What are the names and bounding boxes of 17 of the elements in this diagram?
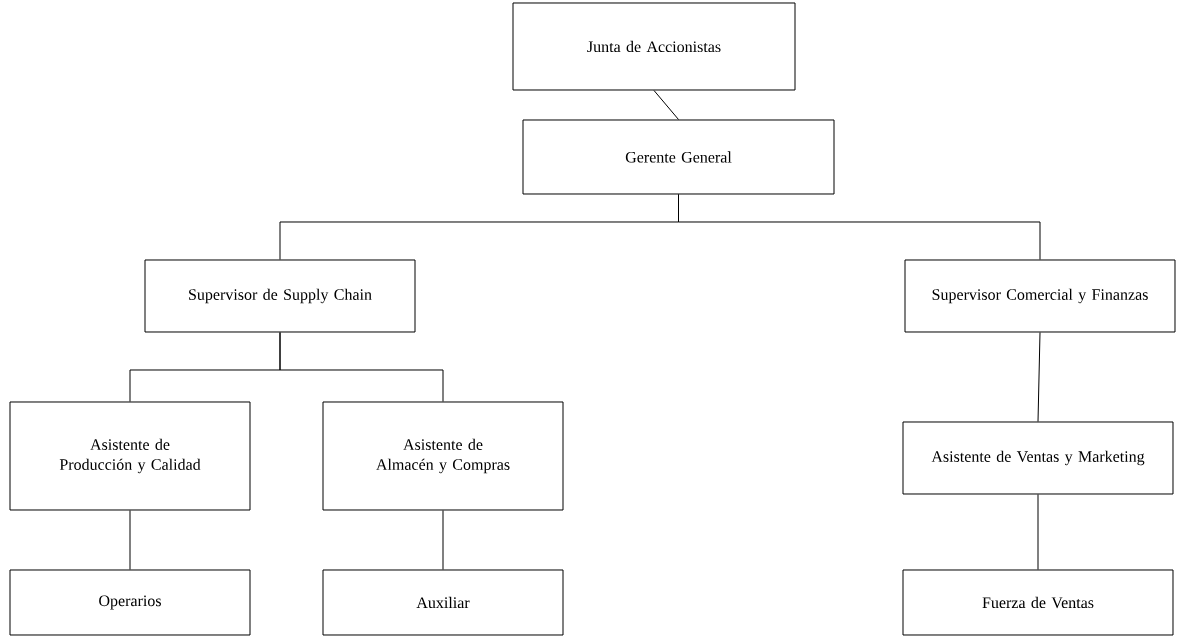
position-box: Supervisor de Supply Chain [144, 259, 416, 333]
position-box: Operarios [9, 569, 251, 636]
position-box: Supervisor Comercial y Finanzas [904, 259, 1176, 333]
position-box: Junta de Accionistas [512, 2, 796, 91]
connector-line [1037, 332, 1041, 422]
position-box: Asistente de Almacén y Compras [322, 401, 564, 511]
position-box: Asistente de Producción y Calidad [9, 401, 251, 511]
connector-line [678, 194, 1041, 260]
position-box: Asistente de Ventas y Marketing [902, 421, 1174, 495]
position-box: Gerente General [522, 119, 835, 195]
connector-line [1037, 494, 1039, 570]
connector-line [129, 510, 131, 570]
connector-line [653, 90, 679, 120]
connector-line [442, 510, 444, 570]
position-box: Fuerza de Ventas [902, 569, 1174, 636]
connector-line [279, 332, 444, 402]
position-box: Auxiliar [322, 569, 564, 636]
